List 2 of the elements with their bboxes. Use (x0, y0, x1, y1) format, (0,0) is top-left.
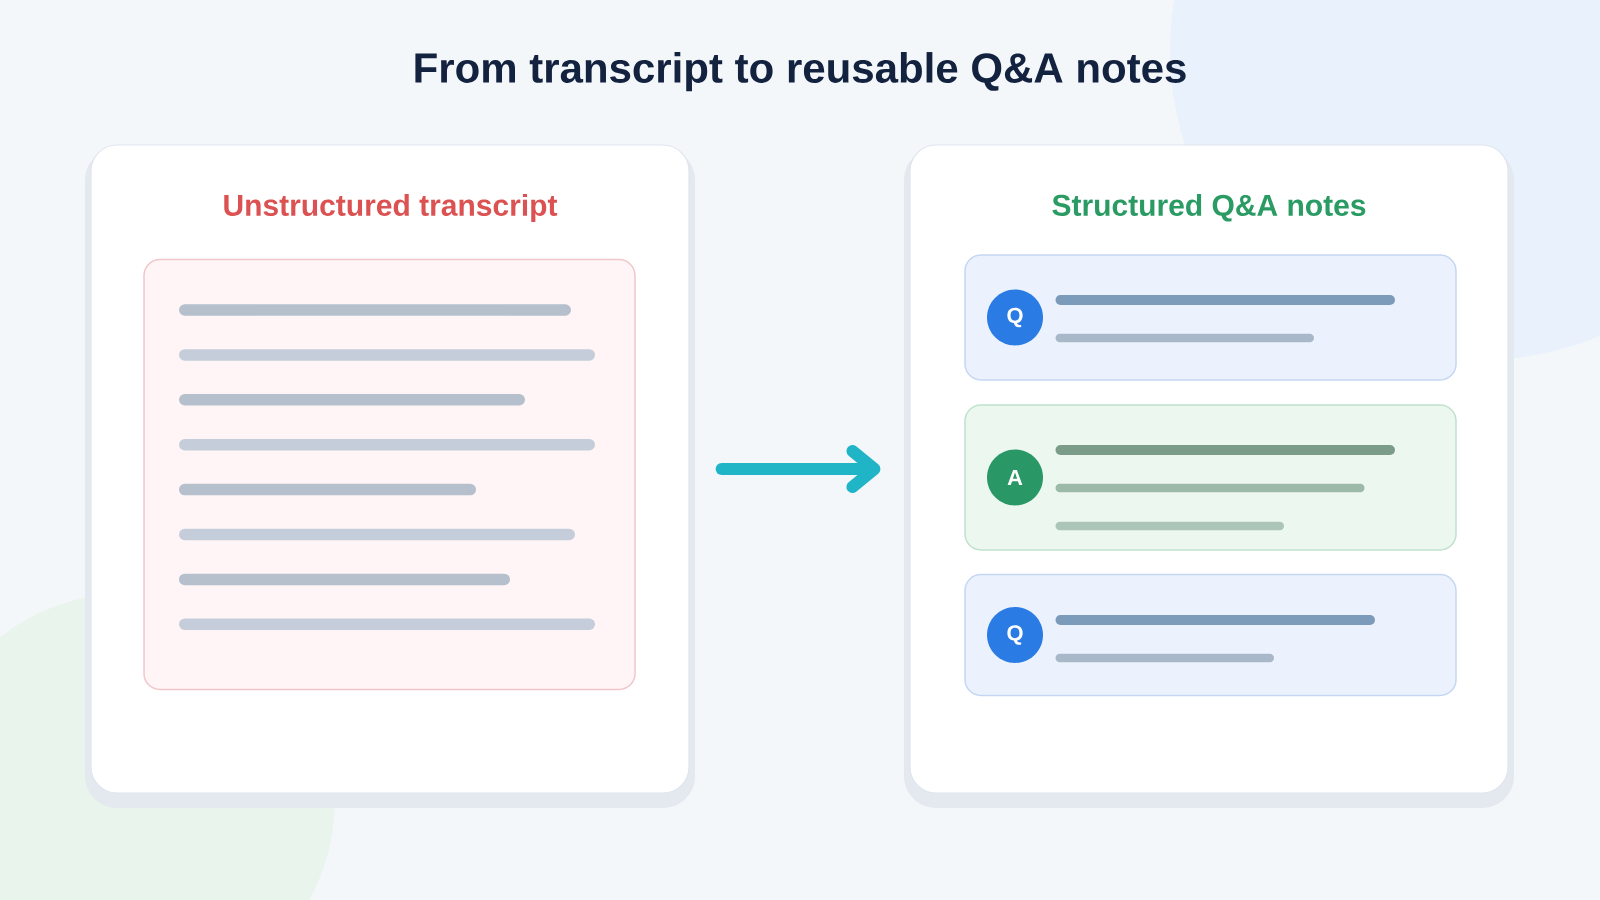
title: From transcript to reusable Q&A notes (415, 52, 1186, 92)
arrow (715, 445, 881, 493)
